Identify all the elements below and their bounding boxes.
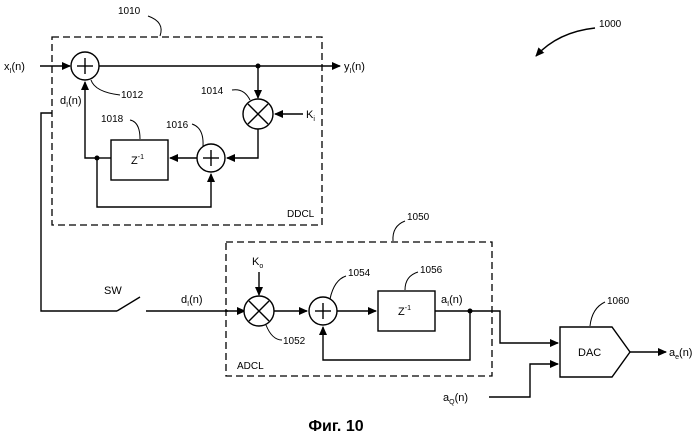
ddcl-adder-1016 [197, 144, 225, 172]
dac-q-input-label: aQ(n) [443, 392, 468, 406]
adcl-gain-label: Ko [252, 256, 263, 270]
adcl-mult-ref-leader [266, 325, 282, 340]
adcl-adder-ref-leader [330, 276, 346, 299]
ddcl-ref: 1010 [118, 6, 141, 17]
dac-i-input-wire [470, 311, 558, 343]
adcl-ref: 1050 [407, 212, 430, 223]
adcl-adder-1054 [309, 297, 337, 325]
adcl-adder-ref: 1054 [348, 268, 371, 279]
ddcl-mult-out-wire [227, 129, 258, 158]
ddcl-gain-label: Ki [306, 109, 315, 123]
ddcl-error-label: dI(n) [60, 95, 82, 109]
switch-label: SW [104, 285, 122, 297]
adcl-mult-ref: 1052 [283, 336, 306, 347]
adcl-multiplier-1052 [244, 296, 274, 326]
ddcl-delay-ref-leader [130, 120, 140, 139]
ddcl-adder2-ref-leader [192, 124, 203, 146]
dac-output-label: ae(n) [669, 347, 692, 361]
switch-blade [117, 297, 140, 311]
figure-caption: Фиг. 10 [308, 418, 363, 435]
ddcl-feedback-to-adder1-wire [85, 82, 97, 158]
ddcl-adder2-ref: 1016 [166, 120, 189, 131]
adcl-output-label: aI(n) [441, 294, 463, 308]
ddcl-mult-ref-leader [232, 90, 250, 100]
adcl-label: ADCL [237, 361, 264, 372]
adcl-delay-ref-leader [405, 272, 418, 290]
ddcl-adder-ref-leader [91, 80, 120, 95]
figure-ref: 1000 [599, 19, 622, 30]
ddcl-ref-leader [148, 16, 161, 36]
ddcl-delay-ref: 1018 [101, 114, 124, 125]
ddcl-adder-ref: 1012 [121, 90, 144, 101]
ddcl-output-label: yI(n) [344, 61, 365, 75]
adcl-input-label: dI(n) [181, 294, 203, 308]
dac-label: DAC [578, 347, 601, 359]
ddcl-input-label: xI(n) [4, 61, 25, 75]
dac-q-input-wire [489, 364, 558, 397]
figure-ref-arrow [536, 28, 595, 56]
dac-ref: 1060 [607, 296, 630, 307]
ddcl-multiplier-1014 [243, 99, 273, 129]
adcl-ref-leader [393, 221, 405, 241]
ddcl-label: DDCL [287, 209, 315, 220]
ddcl-mult-ref: 1014 [201, 86, 224, 97]
dac-ref-leader [590, 302, 605, 326]
adcl-delay-ref: 1056 [420, 265, 443, 276]
ddcl-adder-1012 [71, 52, 99, 80]
